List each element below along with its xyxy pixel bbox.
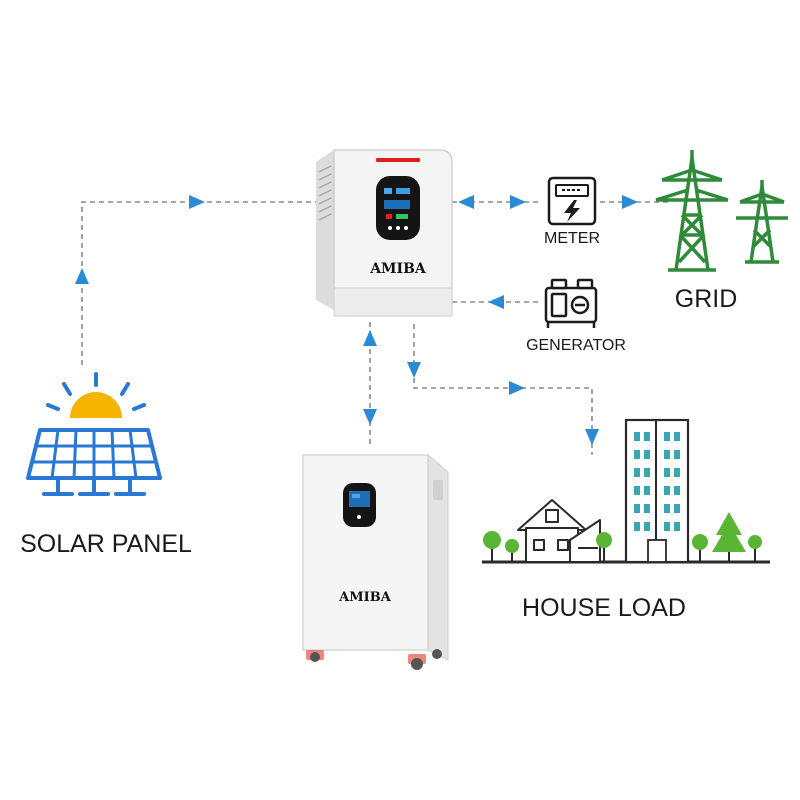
meter-label: METER bbox=[544, 230, 600, 247]
arrow-up-icon bbox=[75, 268, 89, 284]
battery-device: AMIBA bbox=[302, 453, 449, 670]
arrow-right-icon bbox=[622, 195, 638, 209]
meter-icon bbox=[547, 176, 597, 226]
arrow-right-icon bbox=[510, 195, 526, 209]
power-tower-icon bbox=[655, 150, 788, 272]
arrow-up-icon bbox=[363, 330, 377, 346]
arrow-down-icon bbox=[585, 429, 599, 445]
arrow-left-icon bbox=[488, 295, 504, 309]
house-load-scene bbox=[482, 418, 770, 564]
grid-label: GRID bbox=[675, 285, 738, 313]
arrow-left-icon bbox=[458, 195, 474, 209]
inverter-house-line bbox=[413, 324, 593, 455]
flow-arrows bbox=[75, 195, 638, 445]
generator-label: GENERATOR bbox=[526, 337, 626, 354]
arrow-right-icon bbox=[509, 381, 525, 395]
solar-panel-label: SOLAR PANEL bbox=[20, 530, 192, 558]
arrow-down-icon bbox=[407, 362, 421, 378]
arrow-right-icon bbox=[189, 195, 205, 209]
solar-to-inverter-line bbox=[81, 201, 318, 365]
solar-panel-icon bbox=[26, 372, 162, 496]
generator-icon bbox=[544, 278, 598, 328]
apartment-building-icon bbox=[624, 418, 690, 564]
inverter-device: AMIBA bbox=[316, 149, 453, 317]
arrow-down-icon bbox=[363, 409, 377, 425]
house-load-label: HOUSE LOAD bbox=[522, 594, 686, 622]
inverter-brand-logo: AMIBA bbox=[369, 261, 427, 277]
battery-brand-logo: AMIBA bbox=[338, 590, 392, 605]
